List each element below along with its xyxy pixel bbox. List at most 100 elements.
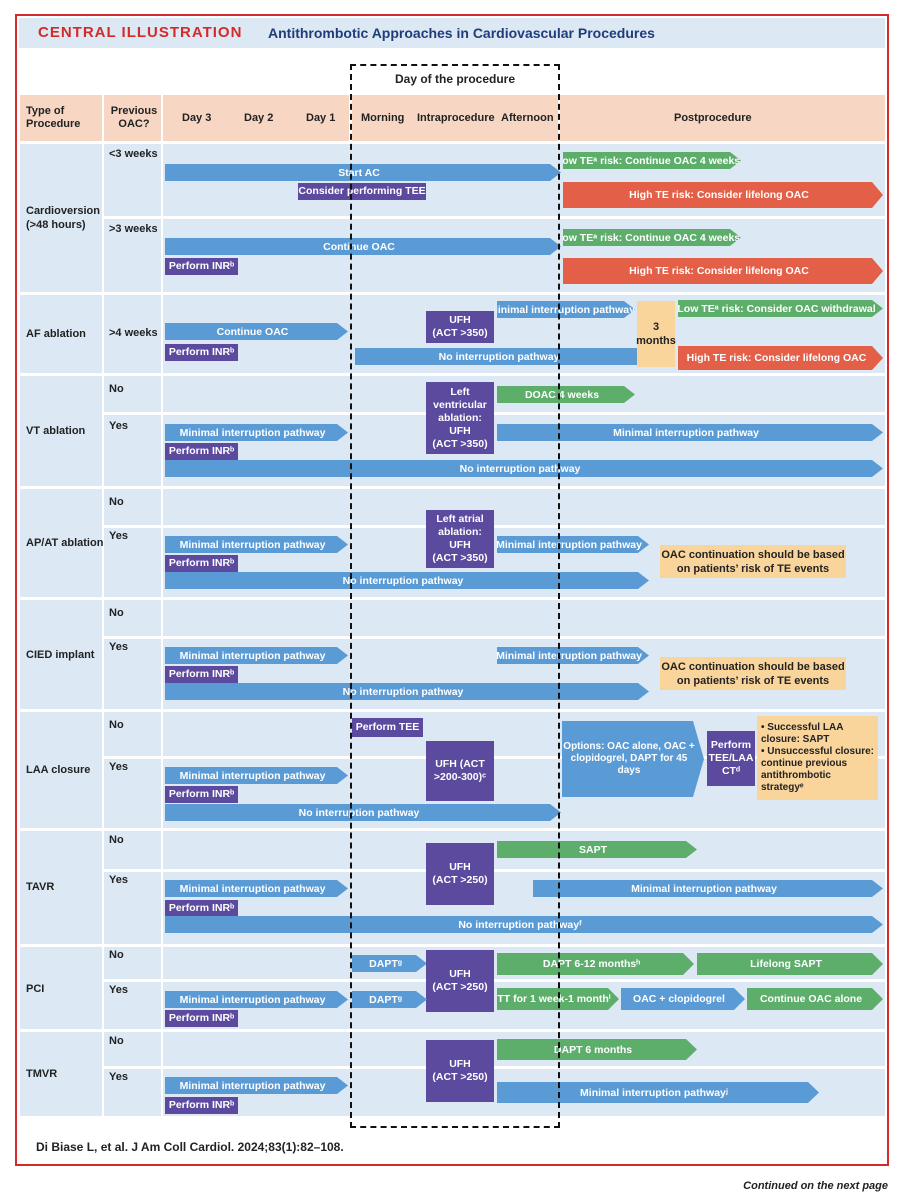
row-tavr-no-cell xyxy=(104,831,161,869)
arrow-af-high-te: High TE risk: Consider lifelong OAC xyxy=(678,346,883,370)
row-tavr-label-cell xyxy=(20,831,102,944)
arrow-tmvr-minimal-pre: Minimal interruption pathway xyxy=(165,1077,348,1094)
arrow-cv-gt3-low-te: Low TEᵃ risk: Continue OAC 4 weeks xyxy=(563,229,741,246)
row-cardioversion-lt3-cell xyxy=(104,144,161,216)
arrow-cied-no-interruption: No interruption pathway xyxy=(165,683,649,700)
row-cied-yes-cell xyxy=(104,639,161,709)
arrow-ap-no-interruption: No interruption pathway xyxy=(165,572,649,589)
arrow-tavr-sapt: SAPT xyxy=(497,841,697,858)
header-prev-cell xyxy=(104,95,161,141)
arrow-af-minimal: Minimal interruption pathway xyxy=(497,301,635,318)
arrow-laa-minimal: Minimal interruption pathway xyxy=(165,767,348,784)
box-perform-tee-laa-ct: Perform TEE/LAA CTᵈ xyxy=(707,731,755,786)
prev-pci-no: No xyxy=(109,949,124,961)
arrow-tavr-no-interruption: No interruption pathwayᶠ xyxy=(165,916,883,933)
box-af-ufh: UFH (ACT >350) xyxy=(426,311,494,343)
procedure-ap-at-ablation: AP/AT ablation xyxy=(26,537,104,549)
arrow-pci-dapt-6-12: DAPT 6-12 monthsʰ xyxy=(497,953,694,975)
procedure-cied-implant: CIED implant xyxy=(26,649,95,661)
prev-gt3-weeks: >3 weeks xyxy=(109,223,158,235)
prev-tmvr-no: No xyxy=(109,1035,124,1047)
row-tmvr-yes-cell xyxy=(104,1069,161,1116)
prev-ap-yes: Yes xyxy=(109,530,128,542)
arrow-vt-doac: DOAC 4 weeks xyxy=(497,386,635,403)
box-perform-inr-tavr: Perform INRᵇ xyxy=(165,900,238,917)
box-vt-lv-ablation: Left ventricular ablation: UFH (ACT >350… xyxy=(426,382,494,454)
arrow-vt-minimal-post: Minimal interruption pathway xyxy=(497,424,883,441)
prev-cied-no: No xyxy=(109,607,124,619)
arrow-pci-continue-oac-alone: Continue OAC alone xyxy=(747,988,883,1010)
row-vt-label-cell xyxy=(20,376,102,486)
box-perform-inr-laa: Perform INRᵇ xyxy=(165,786,238,803)
arrow-cv-gt3-high-te: High TE risk: Consider lifelong OAC xyxy=(563,258,883,284)
prev-laa-no: No xyxy=(109,719,124,731)
row-vt-no-cell xyxy=(104,376,161,412)
row-ap-no-cell xyxy=(104,489,161,525)
header-day1: Day 1 xyxy=(306,112,336,124)
arrow-pci-lifelong-sapt: Lifelong SAPT xyxy=(697,953,883,975)
header-type: Type of Procedure xyxy=(26,105,81,130)
procedure-laa-closure: LAA closure xyxy=(26,764,91,776)
procedure-af-ablation: AF ablation xyxy=(26,328,86,340)
row-tmvr-no-cell xyxy=(104,1032,161,1066)
arrow-vt-minimal-pre: Minimal interruption pathway xyxy=(165,424,348,441)
box-perform-inr-cv: Perform INRᵇ xyxy=(165,258,238,275)
arrow-cv-lt3-low-te: Low TEᵃ risk: Continue OAC 4 weeks xyxy=(563,152,741,169)
arrow-ap-minimal-pre: Minimal interruption pathway xyxy=(165,536,348,553)
prev-tavr-no: No xyxy=(109,834,124,846)
header-prev: Previous OAC? xyxy=(110,105,158,130)
citation: Di Biase L, et al. J Am Coll Cardiol. 20… xyxy=(36,1140,344,1154)
prev-vt-no: No xyxy=(109,383,124,395)
header-post-cell xyxy=(560,95,885,141)
arrow-ap-minimal-post: Minimal interruption pathway xyxy=(497,536,649,553)
row-ap-no-lane xyxy=(163,489,885,525)
box-ap-la-ablation: Left atrial ablation: UFH (ACT >350) xyxy=(426,510,494,568)
note-laa-closure: • Successful LAA closure: SAPT • Unsucce… xyxy=(757,716,878,800)
prev-lt3-weeks: <3 weeks xyxy=(109,148,158,160)
row-ap-label-cell xyxy=(20,489,102,597)
prev-vt-yes: Yes xyxy=(109,420,128,432)
row-laa-yes-cell xyxy=(104,759,161,828)
prev-laa-yes: Yes xyxy=(109,761,128,773)
row-cied-no-lane xyxy=(163,600,885,636)
header-morning: Morning xyxy=(361,112,405,124)
arrow-pci-dapt-no: DAPTᵍ xyxy=(352,955,427,972)
row-af-prev-cell xyxy=(104,295,161,373)
arrow-laa-options: Options: OAC alone, OAC + clopidogrel, D… xyxy=(562,721,704,797)
row-pci-no-cell xyxy=(104,947,161,979)
header-afternoon: Afternoon xyxy=(501,112,554,124)
arrow-af-no-interruption: No interruption pathway xyxy=(355,348,651,365)
arrow-pci-oac-clopidogrel: OAC + clopidogrel xyxy=(621,988,745,1010)
note-three-months: 3 months xyxy=(636,301,676,367)
illustration-label: CENTRAL ILLUSTRATION xyxy=(38,24,243,41)
arrow-af-low-te: Low TEᵃ risk: Consider OAC withdrawal xyxy=(678,300,883,317)
box-perform-tee-laa: Perform TEE xyxy=(352,718,423,737)
header-days-cell xyxy=(163,95,349,141)
box-perform-inr-ap: Perform INRᵇ xyxy=(165,555,238,572)
arrow-laa-no-interruption: No interruption pathway xyxy=(165,804,561,821)
header-type-cell xyxy=(20,95,102,141)
arrow-tmvr-dapt-6: DAPT 6 months xyxy=(497,1039,697,1060)
day-of-procedure-outline xyxy=(350,64,560,1128)
box-laa-ufh: UFH (ACT >200-300)ᶜ xyxy=(426,741,494,801)
row-cardioversion-label-cell xyxy=(20,144,102,292)
row-pci-yes-cell xyxy=(104,982,161,1029)
arrow-continue-oac-cv: Continue OAC xyxy=(165,238,561,255)
day-of-procedure-label: Day of the procedure xyxy=(394,72,516,86)
arrow-tmvr-minimal-post: Minimal interruption pathwayʲ xyxy=(497,1082,819,1103)
arrow-pci-dapt-yes: DAPTᵍ xyxy=(352,991,427,1008)
arrow-af-continue-oac: Continue OAC xyxy=(165,323,348,340)
note-ap-oac-continuation: OAC continuation should be based on pati… xyxy=(660,545,846,578)
arrow-pci-minimal: Minimal interruption pathway xyxy=(165,991,348,1008)
row-laa-no-cell xyxy=(104,712,161,756)
note-cied-oac-continuation: OAC continuation should be based on pati… xyxy=(660,657,846,690)
prev-ap-no: No xyxy=(109,496,124,508)
procedure-tmvr: TMVR xyxy=(26,1068,58,1080)
arrow-vt-no-interruption: No interruption pathway xyxy=(165,460,883,477)
box-pci-ufh: UFH (ACT >250) xyxy=(426,950,494,1012)
arrow-cied-minimal-pre: Minimal interruption pathway xyxy=(165,647,348,664)
arrow-cv-lt3-high-te: High TE risk: Consider lifelong OAC xyxy=(563,182,883,208)
arrow-cied-minimal-post: Minimal interruption pathway xyxy=(497,647,649,664)
illustration-title: Antithrombotic Approaches in Cardiovascu… xyxy=(268,25,655,41)
row-laa-label-cell xyxy=(20,712,102,828)
